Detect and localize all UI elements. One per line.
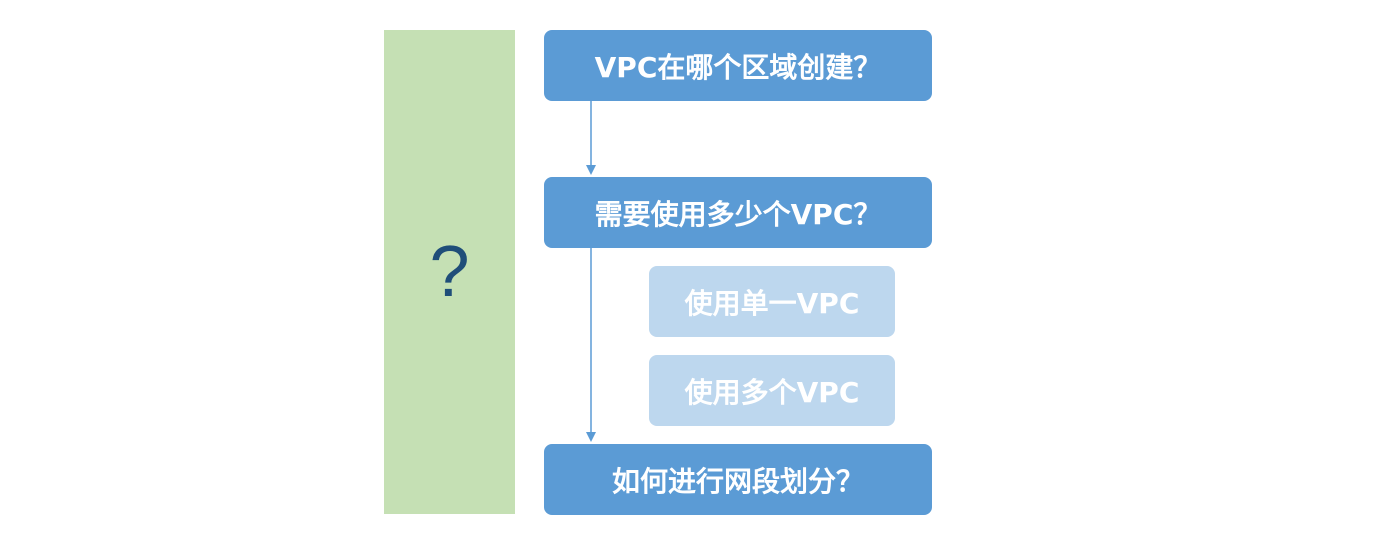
step-region-label: VPC在哪个区域创建？ xyxy=(594,50,882,84)
option-multiple-vpc-label: 使用多个VPC xyxy=(684,375,860,409)
question-panel: ? xyxy=(384,30,515,514)
option-single-vpc-label: 使用单一VPC xyxy=(684,286,860,320)
step-subnet-box: 如何进行网段划分？ xyxy=(544,444,932,515)
step-vpc-count-box: 需要使用多少个VPC？ xyxy=(544,177,932,248)
step-vpc-count-label: 需要使用多少个VPC？ xyxy=(594,197,882,231)
option-single-vpc-box: 使用单一VPC xyxy=(649,266,895,337)
step-region-box: VPC在哪个区域创建？ xyxy=(544,30,932,101)
option-multiple-vpc-box: 使用多个VPC xyxy=(649,355,895,426)
step-subnet-label: 如何进行网段划分？ xyxy=(611,464,864,498)
question-mark-icon: ? xyxy=(429,232,470,312)
